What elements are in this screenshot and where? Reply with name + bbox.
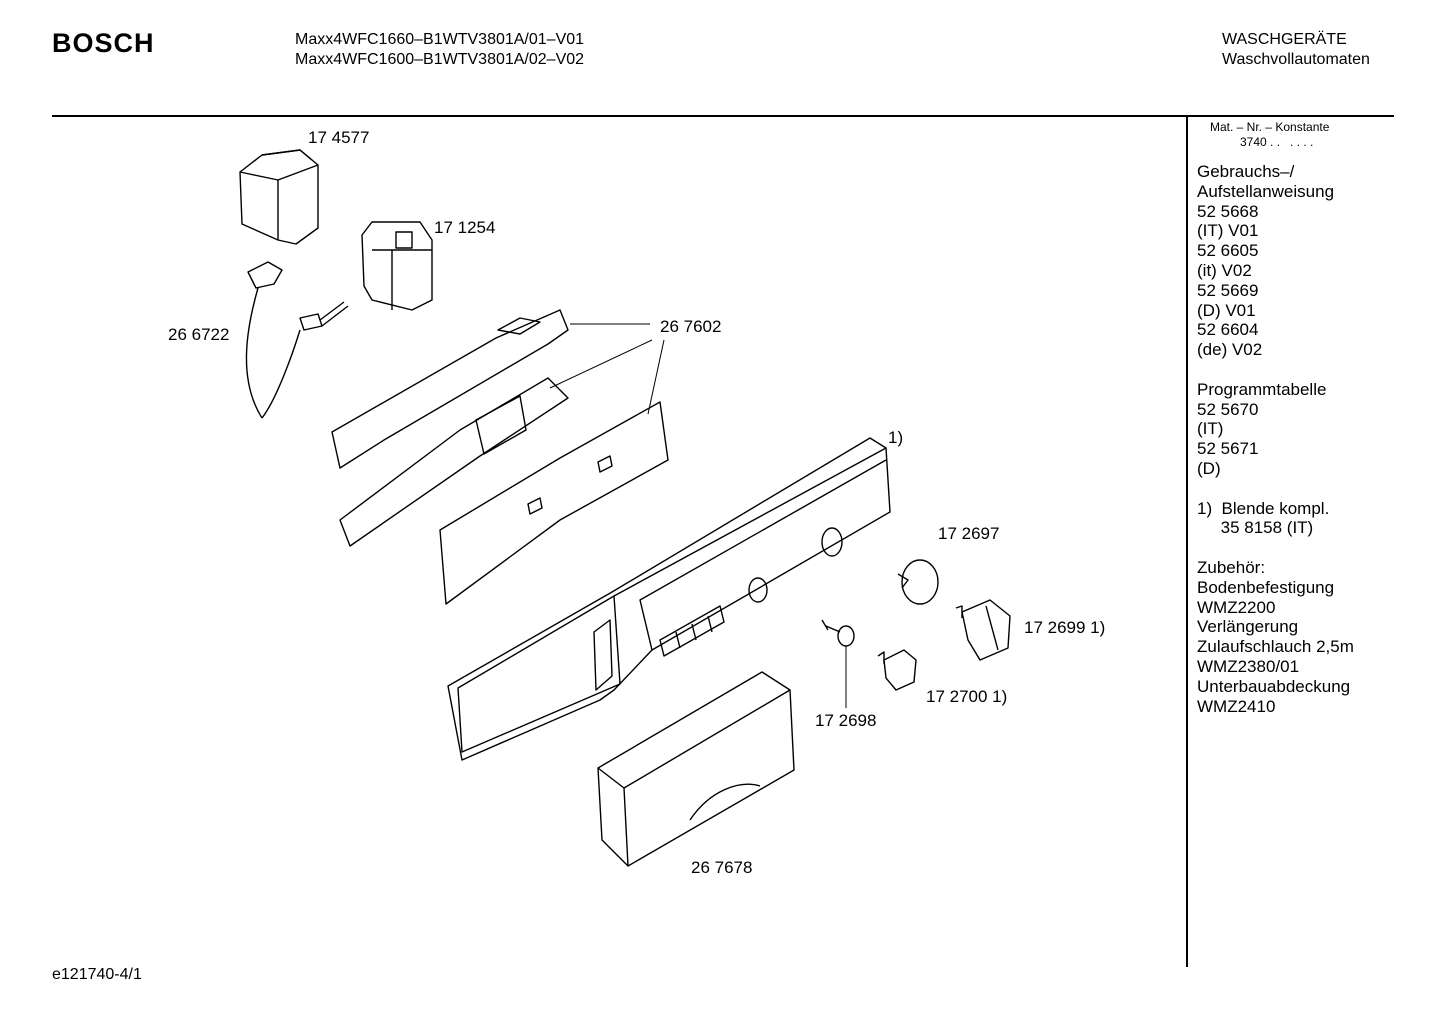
sidebar-line: 52 6604	[1197, 320, 1259, 340]
label-174577: 17 4577	[308, 128, 370, 147]
sidebar-line: 35 8158 (IT)	[1197, 518, 1314, 538]
dispenser-drawer-267678	[597, 671, 795, 867]
sidebar-line: 52 5670	[1197, 399, 1259, 419]
program-knob-172699	[955, 599, 1011, 661]
label-267602: 26 7602	[660, 317, 722, 336]
sidebar-line: (de) V02	[1197, 340, 1263, 360]
sidebar-line: 1) Blende kompl.	[1197, 498, 1330, 518]
sidebar-line: Unterbauabdeckung	[1197, 676, 1351, 696]
label-172697: 17 2697	[938, 524, 1000, 543]
sidebar-line: (it) V02	[1197, 260, 1252, 280]
label-172698: 17 2698	[815, 711, 877, 730]
sidebar-line: Zulaufschlauch 2,5m	[1197, 637, 1354, 657]
label-171254: 17 1254	[434, 218, 496, 237]
label-172700: 17 2700 1)	[926, 687, 1008, 706]
small-knob-172700	[877, 649, 917, 691]
mat-nr-header: Mat. – Nr. – Konstante	[1210, 120, 1330, 134]
filter-171254	[361, 221, 433, 311]
sidebar-line: Bodenbefestigung	[1197, 577, 1335, 597]
electronics-267602	[331, 309, 669, 605]
model-line-2: Maxx4WFC1600–B1WTV3801A/02–V02	[295, 51, 585, 68]
leader-lines	[549, 323, 847, 708]
sidebar-line: (D)	[1197, 458, 1221, 478]
label-172699: 17 2699 1)	[1024, 618, 1106, 637]
sidebar-line: WMZ2410	[1197, 696, 1276, 716]
sidebar-line: 52 5669	[1197, 280, 1259, 300]
power-cord-266722	[245, 261, 349, 419]
sidebar-divider	[1186, 115, 1188, 967]
sidebar-line: 52 6605	[1197, 241, 1259, 261]
sidebar-line: (IT) V01	[1197, 221, 1259, 241]
label-note-1: 1)	[888, 428, 904, 447]
brand-logo: BOSCH	[52, 28, 155, 58]
category-title: WASCHGERÄTE	[1222, 31, 1347, 48]
control-panel-fascia	[447, 437, 891, 761]
sidebar-line: Zubehör:	[1197, 557, 1266, 577]
sidebar-line: 52 5668	[1197, 201, 1259, 221]
label-266722: 26 6722	[168, 325, 230, 344]
label-267678: 26 7678	[691, 858, 753, 877]
sidebar-line: (D) V01	[1197, 300, 1256, 320]
drawing-id: e121740-4/1	[52, 966, 142, 983]
sidebar-line: (IT)	[1197, 419, 1224, 439]
sidebar-spacer	[1197, 360, 1354, 380]
knob-base-172697	[897, 559, 939, 605]
sidebar-line: Gebrauchs–/	[1197, 162, 1295, 181]
sidebar-line: WMZ2200	[1197, 597, 1276, 617]
cover-box-174577	[239, 149, 319, 245]
mat-nr-value: 3740 . . . . . .	[1240, 135, 1314, 149]
subcategory-title: Waschvollautomaten	[1222, 51, 1370, 68]
sidebar-line: Verlängerung	[1197, 617, 1299, 637]
sidebar-line: Aufstellanweisung	[1197, 181, 1335, 201]
sidebar-spacer	[1197, 479, 1354, 499]
exploded-parts-diagram	[239, 149, 1011, 867]
sidebar-line: Programmtabelle	[1197, 379, 1327, 399]
sidebar-line: 52 5671	[1197, 439, 1259, 459]
header-divider	[52, 115, 1394, 117]
encoder-172698	[821, 619, 855, 647]
sidebar-spacer	[1197, 538, 1354, 558]
model-line-1: Maxx4WFC1660–B1WTV3801A/01–V01	[295, 31, 585, 48]
sidebar-line: WMZ2380/01	[1197, 656, 1300, 676]
